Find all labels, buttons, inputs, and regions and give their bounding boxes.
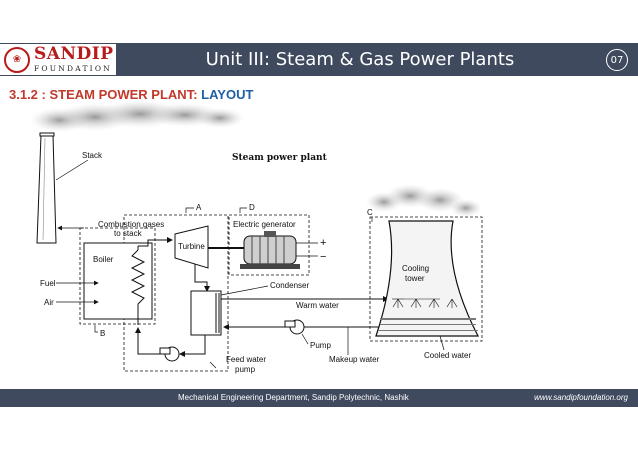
turbine [174, 225, 209, 269]
zone-c-label: C [367, 208, 373, 217]
condenser-leader [220, 285, 269, 296]
section-number: 3.1.2 : STEAM POWER PLANT: [9, 87, 198, 102]
condenser-label: Condenser [270, 281, 309, 290]
cooled-water-label: Cooled water [424, 351, 471, 360]
electric-generator [240, 231, 300, 269]
minus-terminal: − [320, 251, 326, 263]
cooling-tower [375, 220, 479, 337]
pump-label: Pump [310, 341, 331, 350]
steam-line [138, 237, 173, 247]
emblem-icon: ❀ [4, 46, 30, 73]
fuel-label: Fuel [40, 279, 56, 288]
boiler-label: Boiler [93, 255, 114, 264]
plus-terminal: + [320, 237, 326, 249]
stack-label: Stack [82, 151, 103, 160]
warm-water-label: Warm water [296, 301, 339, 310]
page-title: Unit III: Steam & Gas Power Plants [205, 49, 515, 70]
footer-department: Mechanical Engineering Department, Sandi… [178, 393, 409, 402]
cooling-tower-label-1: Cooling [402, 264, 429, 273]
cooling-tower-label-2: tower [405, 274, 425, 283]
air-label: Air [44, 298, 54, 307]
generator-label: Electric generator [233, 220, 296, 229]
stack [36, 132, 57, 244]
pump [284, 319, 305, 335]
zone-b-label: B [100, 329, 105, 338]
logo: ❀ SANDIP FOUNDATION [0, 44, 116, 75]
brand-name: SANDIP [34, 44, 114, 65]
feed-line-1 [179, 335, 206, 357]
turbine-label: Turbine [178, 242, 205, 251]
zone-d-label: D [249, 203, 255, 212]
footer-website[interactable]: www.sandipfoundation.org [534, 393, 628, 402]
stack-smoke [30, 100, 244, 132]
exhaust-line [194, 264, 210, 292]
feed-water-label-1: Feed water [226, 355, 266, 364]
combustion-label-2: to stack [114, 229, 143, 238]
page-number: 07 [606, 49, 628, 71]
tower-steam [366, 184, 482, 217]
stack-leader [55, 159, 89, 181]
feed-water-label-2: pump [235, 365, 256, 374]
combustion-label-1: Combustion gases [98, 220, 164, 229]
brand-sub: FOUNDATION [34, 64, 112, 74]
section-topic: LAYOUT [201, 87, 254, 102]
footer-bar [0, 389, 638, 407]
basin-water [378, 318, 478, 331]
makeup-water-label: Makeup water [329, 355, 380, 364]
zone-a-label: A [196, 203, 202, 212]
feed-line-2 [135, 327, 160, 355]
section-heading: 3.1.2 : STEAM POWER PLANT: LAYOUT [9, 87, 253, 102]
feed-water-pump [159, 346, 180, 362]
spray-nozzles [392, 298, 458, 308]
boiler-coil [130, 249, 146, 305]
diagram-title: Steam power plant [232, 153, 328, 163]
